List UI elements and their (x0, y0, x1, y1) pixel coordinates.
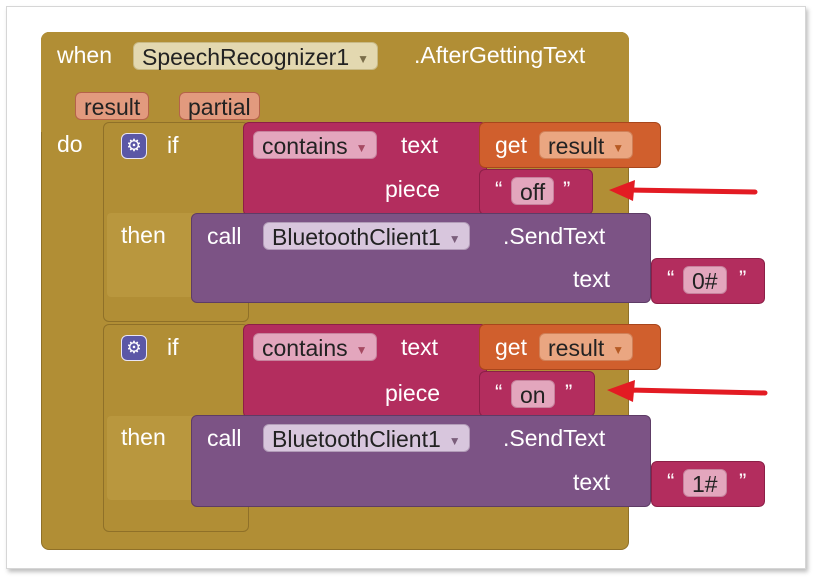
then-label-2: then (121, 424, 166, 450)
quote-close-4: ” (739, 469, 747, 494)
get-var-dropdown-1[interactable]: result ▼ (539, 131, 634, 159)
if-label-2: if (167, 334, 179, 360)
gear-icon[interactable]: ⚙ (121, 133, 147, 159)
call-text-label-1: text (573, 266, 611, 292)
call-text-label-2: text (573, 469, 611, 495)
dropdown-triangle-icon: ▼ (357, 52, 370, 66)
text-literal-field-2[interactable]: on (511, 380, 555, 408)
call-component-dropdown-2[interactable]: BluetoothClient1 ▼ (263, 424, 470, 452)
text-literal-field-1[interactable]: off (511, 177, 555, 205)
when-label: when (57, 42, 112, 68)
get-label-2: get (495, 334, 527, 360)
piece-label-1: piece (385, 176, 440, 202)
gear-icon[interactable]: ⚙ (121, 335, 147, 361)
quote-close-3: ” (565, 380, 573, 405)
quote-open-1: “ (495, 177, 503, 202)
param-result[interactable]: result (75, 92, 150, 120)
call-method-2: .SendText (503, 425, 606, 451)
event-name: .AfterGettingText (414, 42, 586, 68)
piece-label-2: piece (385, 380, 440, 406)
param-partial[interactable]: partial (179, 92, 260, 120)
screenshot-frame: when SpeechRecognizer1 ▼ .AfterGettingTex… (6, 6, 806, 569)
quote-open-2: “ (667, 266, 675, 291)
dropdown-triangle-icon: ▼ (612, 141, 625, 155)
dropdown-triangle-icon: ▼ (448, 434, 461, 448)
quote-open-3: “ (495, 380, 503, 405)
component-name: BluetoothClient1 (272, 224, 441, 250)
then-label-1: then (121, 222, 166, 248)
contains-dropdown-2[interactable]: contains ▼ (253, 333, 377, 361)
do-label: do (57, 131, 83, 157)
quote-close-1: ” (563, 177, 571, 202)
text-label-1: text (401, 132, 439, 158)
send-text-field-2[interactable]: 1# (683, 469, 727, 497)
send-text-literal-block-2[interactable] (651, 461, 765, 507)
dropdown-triangle-icon: ▼ (612, 343, 625, 357)
contains-dropdown-1[interactable]: contains ▼ (253, 131, 377, 159)
text-label-2: text (401, 334, 439, 360)
call-method-1: .SendText (503, 223, 606, 249)
component-dropdown[interactable]: SpeechRecognizer1 ▼ (133, 42, 379, 70)
if-label-1: if (167, 132, 179, 158)
call-label-2: call (207, 425, 242, 451)
component-name: SpeechRecognizer1 (142, 44, 350, 70)
quote-open-4: “ (667, 469, 675, 494)
call-label-1: call (207, 223, 242, 249)
red-arrow-icon (609, 180, 758, 201)
contains-name: contains (262, 133, 348, 159)
contains-name: contains (262, 335, 348, 361)
variable-name: result (548, 133, 605, 159)
get-label-1: get (495, 132, 527, 158)
dropdown-triangle-icon: ▼ (448, 232, 461, 246)
variable-name: result (548, 335, 605, 361)
get-var-dropdown-2[interactable]: result ▼ (539, 333, 634, 361)
quote-close-2: ” (739, 266, 747, 291)
send-text-field-1[interactable]: 0# (683, 266, 727, 294)
call-component-dropdown-1[interactable]: BluetoothClient1 ▼ (263, 222, 470, 250)
dropdown-triangle-icon: ▼ (355, 141, 368, 155)
dropdown-triangle-icon: ▼ (355, 343, 368, 357)
component-name: BluetoothClient1 (272, 426, 441, 452)
red-arrow-icon (607, 380, 768, 402)
